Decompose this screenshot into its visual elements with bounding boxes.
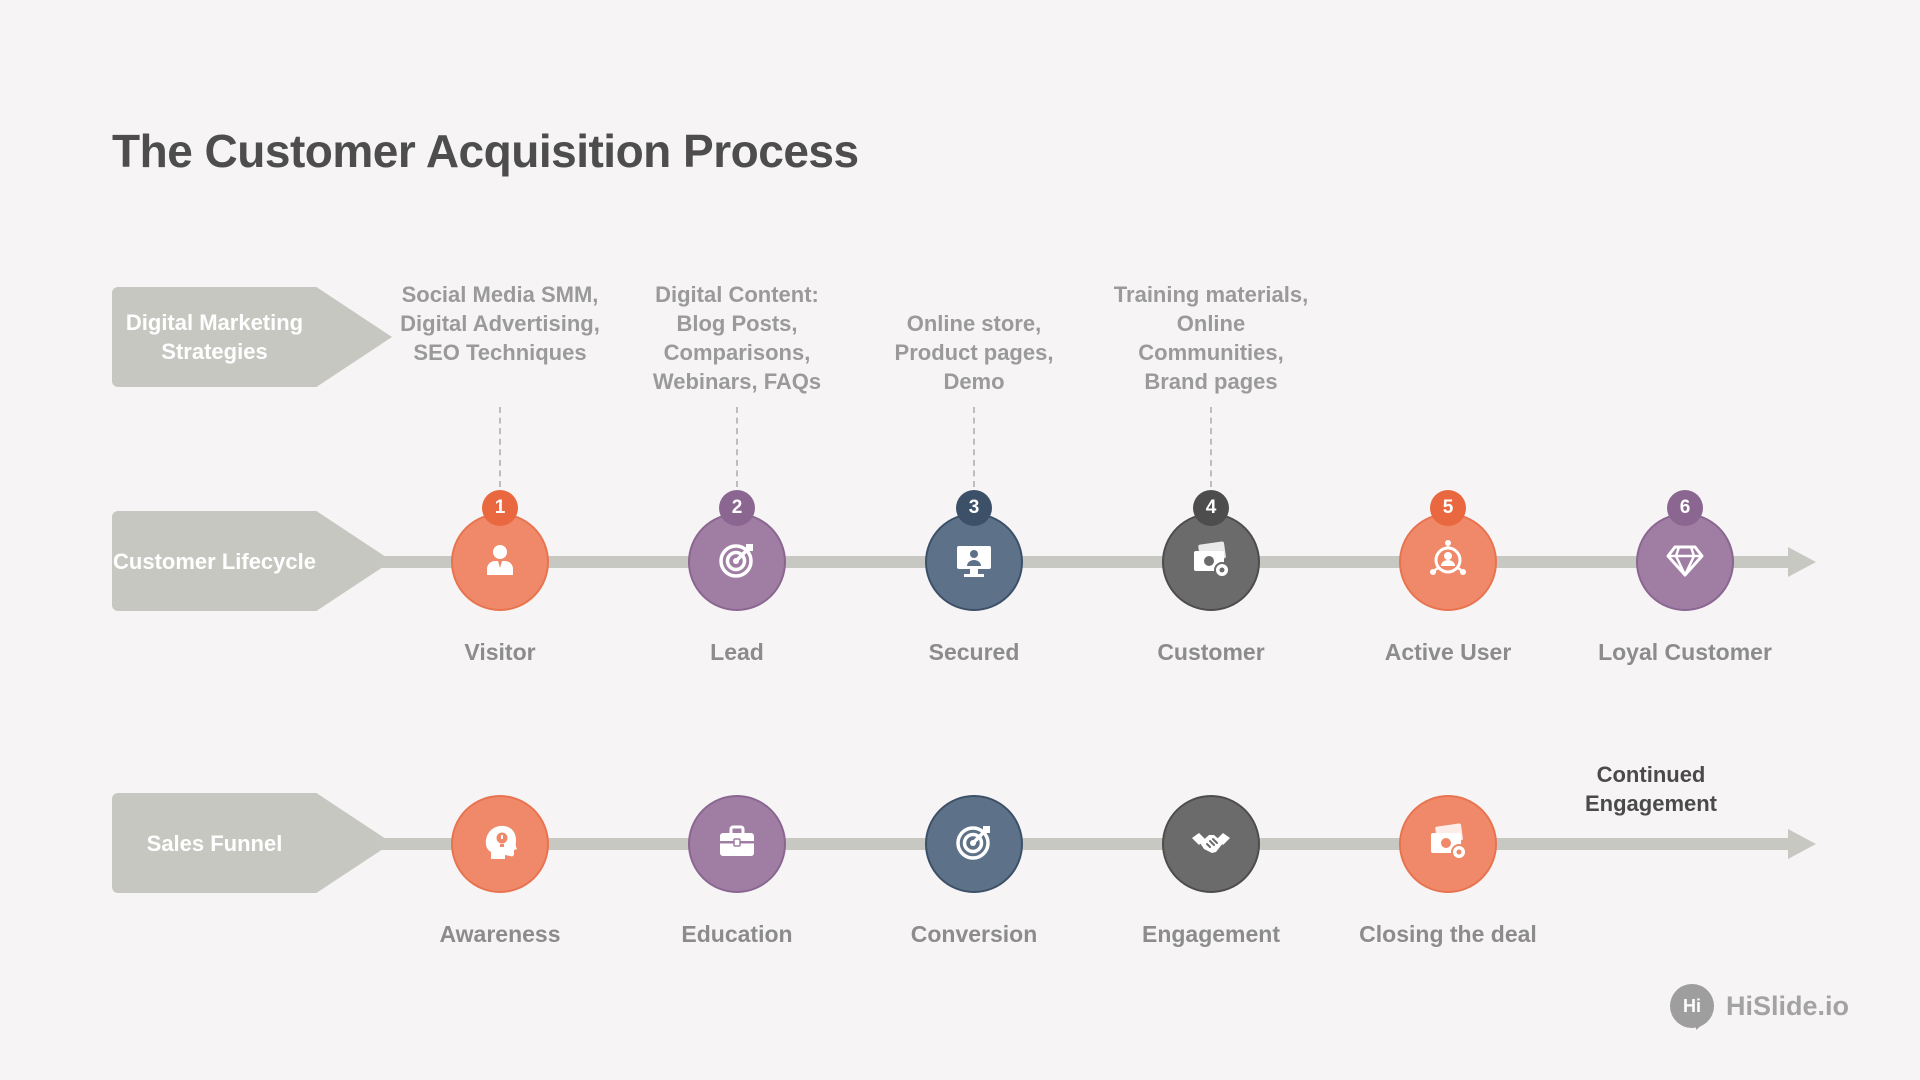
- handshake-icon: [1190, 821, 1232, 868]
- lifecycle-node-lead: [688, 513, 786, 611]
- funnel-node-awareness: [451, 795, 549, 893]
- lifecycle-label: Customer: [1157, 639, 1265, 665]
- lifecycle-label: Secured: [928, 639, 1020, 665]
- person-icon: [479, 539, 521, 586]
- lifecycle-label: Active User: [1384, 639, 1512, 665]
- brand-bubble-tail: [1696, 1018, 1710, 1030]
- funnel-label: Engagement: [1141, 921, 1281, 947]
- strategy-text: Training materials, Online Communities, …: [1113, 282, 1309, 394]
- money-icon: [1427, 821, 1469, 868]
- strategy-connector: [973, 407, 975, 487]
- row-label-lifecycle: Customer Lifecycle: [112, 511, 392, 611]
- money-icon: [1190, 539, 1232, 586]
- row-label-funnel-text: Sales Funnel: [146, 830, 283, 856]
- network-user-icon: [1427, 539, 1469, 586]
- step-number-badge: 1: [482, 490, 518, 526]
- funnel-node-conversion: [925, 795, 1023, 893]
- strategy-connector: [499, 407, 501, 487]
- head-idea-icon: [479, 821, 521, 868]
- lifecycle-node-secured: [925, 513, 1023, 611]
- strategy-text: Social Media SMM, Digital Advertising, S…: [400, 282, 600, 365]
- briefcase-icon: [716, 821, 758, 868]
- funnel-label: Education: [681, 921, 793, 947]
- strategy-text: Online store, Product pages, Demo: [894, 311, 1054, 394]
- step-number-badge: 2: [719, 490, 755, 526]
- step-number-badge: 4: [1193, 490, 1229, 526]
- target-icon: [716, 539, 758, 586]
- funnel-node-closing-the-deal: [1399, 795, 1497, 893]
- step-number-badge: 3: [956, 490, 992, 526]
- funnel-node-education: [688, 795, 786, 893]
- lifecycle-label: Loyal Customer: [1598, 639, 1772, 665]
- target-icon: [953, 821, 995, 868]
- diamond-icon: [1664, 539, 1706, 586]
- funnel-arrowhead: [1788, 829, 1816, 859]
- lifecycle-arrowhead: [1788, 547, 1816, 577]
- brand-name: HiSlide.io: [1726, 991, 1850, 1021]
- lifecycle-label: Visitor: [464, 639, 536, 665]
- strategy-connector: [736, 407, 738, 487]
- step-number-badge: 6: [1667, 490, 1703, 526]
- row-label-funnel: Sales Funnel: [112, 793, 392, 893]
- lifecycle-label: Lead: [710, 639, 764, 665]
- lifecycle-node-loyal-customer: [1636, 513, 1734, 611]
- brand-logo: Hi HiSlide.io: [1670, 984, 1870, 1034]
- lifecycle-node-customer: [1162, 513, 1260, 611]
- funnel-label: Awareness: [439, 921, 561, 947]
- page-title: The Customer Acquisition Process: [112, 125, 859, 177]
- funnel-label: Closing the deal: [1359, 921, 1537, 947]
- continued-engagement-label: Continued Engagement: [1584, 762, 1718, 816]
- funnel-track: [375, 838, 1790, 850]
- row-label-lifecycle-text: Customer Lifecycle: [113, 548, 316, 574]
- strategy-text: Digital Content: Blog Posts, Comparisons…: [652, 282, 822, 394]
- row-label-strategies-text: Digital Marketing Strategies: [125, 310, 304, 364]
- step-number-badge: 5: [1430, 490, 1466, 526]
- lifecycle-track: [375, 556, 1790, 568]
- funnel-node-engagement: [1162, 795, 1260, 893]
- row-label-strategies: Digital Marketing Strategies: [112, 287, 392, 387]
- funnel-label: Conversion: [910, 921, 1038, 947]
- lifecycle-node-active-user: [1399, 513, 1497, 611]
- lifecycle-node-visitor: [451, 513, 549, 611]
- monitor-user-icon: [953, 539, 995, 586]
- strategy-connector: [1210, 407, 1212, 487]
